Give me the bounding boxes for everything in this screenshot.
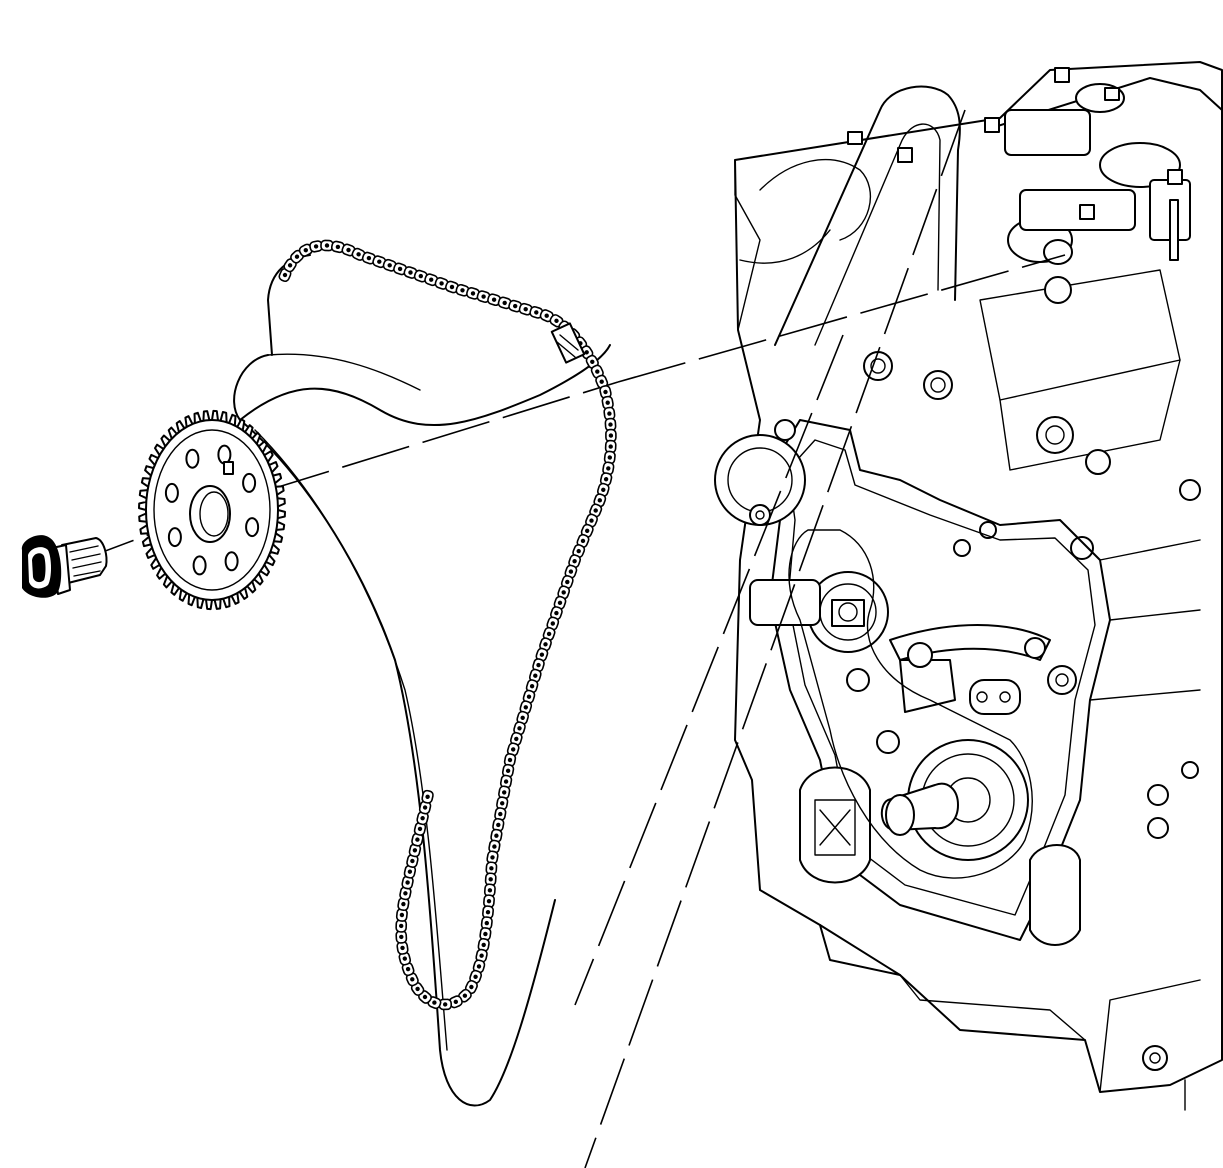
chain-link [482, 905, 494, 920]
chain-link [602, 461, 615, 476]
chain-link [593, 493, 607, 508]
chain-link [487, 293, 502, 307]
sprocket-hole [185, 448, 200, 469]
sprocket-hole [164, 482, 179, 503]
timing-chain [233, 239, 617, 1107]
chain-link [399, 886, 412, 901]
chain-link [509, 731, 523, 746]
chain-link [589, 503, 603, 518]
chain-link [401, 875, 414, 890]
sprocket-hole [192, 555, 207, 576]
chain-link [599, 472, 613, 487]
sprocket-hole [167, 527, 182, 548]
chain-link [351, 247, 366, 261]
chain-link [580, 523, 594, 538]
chain-link [599, 385, 612, 399]
chain-link [477, 937, 490, 952]
chain-link [421, 789, 434, 804]
chain-link [320, 239, 334, 252]
chain-link [403, 864, 417, 879]
chain-link [382, 258, 397, 272]
sprocket-hole [245, 517, 260, 538]
sprocket-hole [217, 444, 232, 465]
chain-link [488, 839, 501, 854]
chain-link [403, 266, 418, 279]
chain-link [411, 832, 424, 847]
chain-link [465, 287, 481, 300]
chain-link [393, 262, 408, 276]
chain-link [444, 280, 460, 294]
chain-link [485, 861, 498, 876]
chain-link [516, 710, 530, 725]
chain-link [525, 679, 539, 694]
chain-link [372, 255, 387, 269]
chain-link [596, 482, 610, 497]
bolt [21, 535, 108, 598]
camshaft-sprocket [138, 409, 286, 611]
chain-link [455, 283, 470, 297]
engine-assembly [714, 61, 1223, 1111]
chain-link [416, 811, 429, 826]
chain-link [476, 290, 491, 303]
chain-link [434, 276, 449, 290]
chain-link [405, 972, 419, 987]
chain-link [603, 450, 616, 465]
sprocket-hole [242, 472, 257, 493]
chain-link [483, 894, 495, 909]
chain-link [499, 774, 513, 789]
chain-link [603, 406, 616, 421]
chain-link [518, 302, 533, 316]
sprocket-hole [224, 551, 239, 572]
